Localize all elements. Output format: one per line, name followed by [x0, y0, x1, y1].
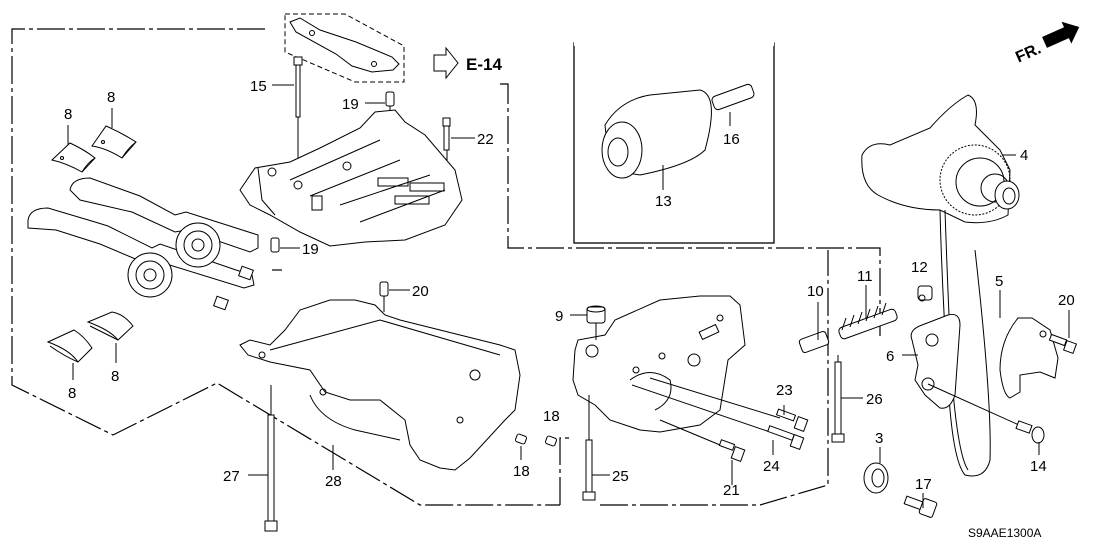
label-part-3[interactable]: 3 [875, 430, 883, 447]
reference-e14[interactable]: E-14 [466, 55, 502, 74]
label-part-17[interactable]: 17 [915, 476, 932, 493]
part-23-bolt [649, 377, 809, 432]
label-part-19-lower[interactable]: 20 [412, 283, 429, 300]
part-13-oil-filter [601, 89, 712, 190]
label-part-19-mid[interactable]: 19 [302, 241, 319, 258]
label-part-12[interactable]: 12 [911, 259, 928, 276]
assembly-boundary [11, 28, 881, 506]
balancer-upper-housing [239, 109, 463, 247]
part-28-balancer-lower-housing [239, 299, 521, 471]
label-part-8-d[interactable]: 8 [111, 368, 119, 385]
part-11-spring [838, 302, 898, 340]
diagram-code: S9AAE1300A [968, 526, 1041, 540]
part-3-sprocket [863, 462, 889, 494]
label-part-8-b[interactable]: 8 [107, 89, 115, 106]
label-part-9[interactable]: 9 [555, 308, 563, 325]
label-part-20[interactable]: 20 [1058, 292, 1075, 309]
part-6-chain-guide [910, 314, 1031, 431]
label-part-16[interactable]: 16 [723, 131, 740, 148]
label-part-8-a[interactable]: 8 [64, 106, 72, 123]
label-part-6[interactable]: 6 [886, 348, 894, 365]
part-18-dowel-left [514, 433, 528, 445]
label-part-19-top[interactable]: 19 [342, 96, 359, 113]
part-17-bolt [903, 495, 938, 518]
part-14-bolt [1015, 420, 1045, 444]
part-12-plug [917, 285, 933, 302]
leader-lines [67, 84, 1070, 508]
label-part-14[interactable]: 14 [1030, 458, 1047, 475]
part-10-relief-valve [798, 330, 830, 354]
part-24-bolt [631, 384, 805, 450]
part-8-bearing-top-right [91, 125, 137, 159]
part-8-bearing-top-left [50, 142, 96, 173]
label-part-11[interactable]: 11 [857, 268, 873, 285]
front-direction-icon: FR. [1013, 21, 1080, 66]
part-8-bearing-bottom-right [86, 311, 134, 341]
label-part-26[interactable]: 26 [866, 391, 883, 408]
e14-arrow-icon [433, 46, 459, 80]
label-part-10[interactable]: 10 [807, 283, 824, 300]
label-part-24[interactable]: 24 [763, 458, 780, 475]
label-part-28[interactable]: 28 [325, 473, 342, 490]
label-part-22[interactable]: 22 [477, 131, 494, 148]
part-4-chain-sprocket [861, 94, 1020, 477]
label-part-5[interactable]: 5 [995, 273, 1003, 290]
label-part-8-c[interactable]: 8 [68, 385, 76, 402]
part-19-dowel-mid [270, 237, 280, 253]
part-20-bolt [1048, 333, 1078, 355]
label-part-18-left[interactable]: 18 [513, 463, 530, 480]
oil-pump-body [572, 295, 746, 433]
label-part-23[interactable]: 23 [776, 382, 793, 399]
part-27-long-bolt [264, 385, 278, 532]
front-indicator-label: FR. [1013, 40, 1043, 66]
label-part-13[interactable]: 13 [655, 193, 672, 210]
part-21-bolt [659, 419, 746, 462]
label-part-21[interactable]: 21 [723, 482, 740, 499]
label-part-15[interactable]: 15 [250, 78, 267, 95]
label-part-27[interactable]: 27 [223, 468, 240, 485]
part-18-dowel-right [544, 435, 558, 447]
label-part-18-right[interactable]: 18 [543, 408, 560, 425]
part-9-collar [586, 305, 606, 340]
label-part-25[interactable]: 25 [612, 468, 629, 485]
balancer-shafts [27, 177, 259, 311]
upper-cover-reference [284, 13, 405, 83]
part-labels: 15 19 22 19 20 8 8 8 8 13 16 4 9 10 11 1… [64, 78, 1075, 499]
part-5-tensioner [999, 317, 1059, 399]
part-25-bolt [582, 395, 596, 501]
part-8-bearing-bottom-left [46, 329, 93, 363]
part-16-nipple [711, 83, 755, 126]
label-part-4[interactable]: 4 [1020, 147, 1028, 164]
part-19-dowel-lower [379, 281, 389, 312]
